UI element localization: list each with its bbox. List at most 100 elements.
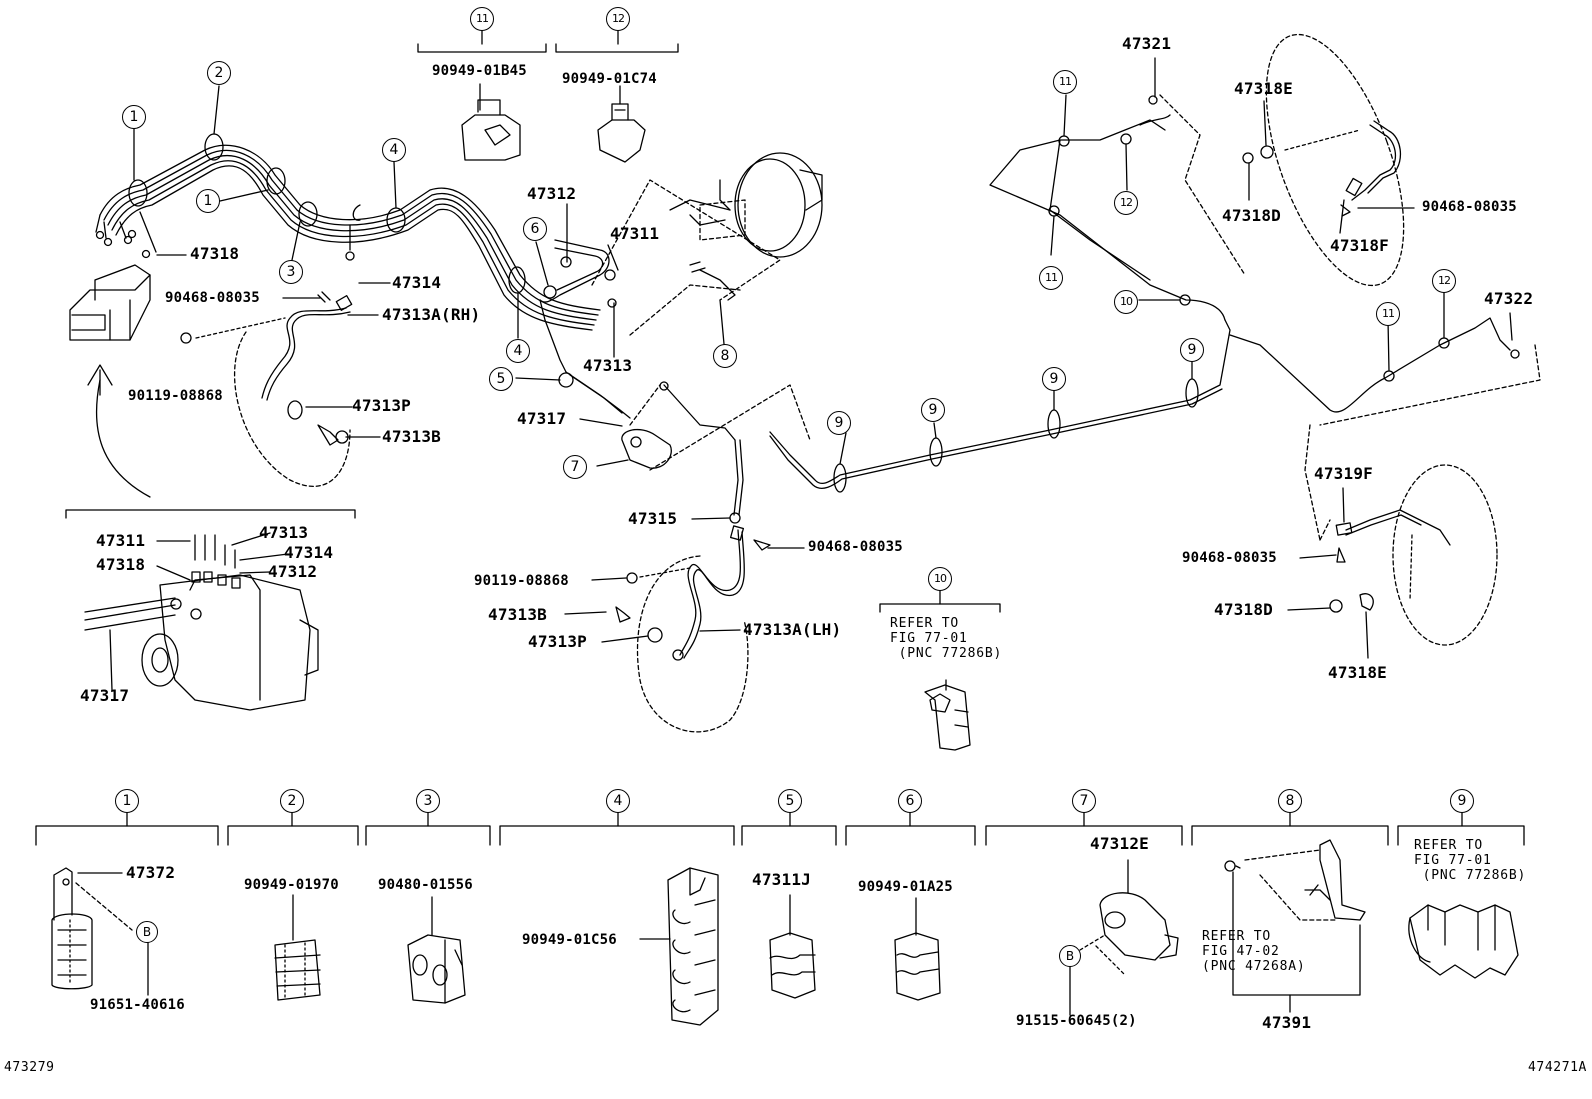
rear-long-tube xyxy=(769,57,1541,541)
part-label: 47317 xyxy=(80,686,130,705)
callout-7: 7 xyxy=(563,455,587,479)
callout-b: B xyxy=(1059,945,1081,967)
callout-12: 12 xyxy=(1114,191,1138,215)
callout-1: 1 xyxy=(122,105,146,129)
mid-tubes xyxy=(539,239,811,524)
reference-note: REFER TO FIG 47-02 (PNC 47268A) xyxy=(1202,929,1306,974)
callout-10: 10 xyxy=(928,567,952,591)
part-label: 47318 xyxy=(96,555,146,574)
callout-8: 8 xyxy=(713,344,737,368)
lh-flex-hose xyxy=(564,525,805,733)
callout-9: 9 xyxy=(921,398,945,422)
callout-6: 6 xyxy=(523,217,547,241)
part-label: 47318E xyxy=(1234,79,1293,98)
top-clamp-bracket-12 xyxy=(555,29,679,163)
callout-4: 4 xyxy=(382,138,406,162)
part-label: 90119-08868 xyxy=(474,573,569,589)
part-label: 47313 xyxy=(583,356,633,375)
top-clamp-bracket-11 xyxy=(417,29,547,161)
part-label: 47312E xyxy=(1090,834,1149,853)
part-label: 47312 xyxy=(527,184,577,203)
rear-lh-flex-hose xyxy=(1287,464,1498,659)
part-label: 90949-01970 xyxy=(244,877,339,893)
part-label: 47319F xyxy=(1314,464,1373,483)
part-label: 47314 xyxy=(392,273,442,292)
part-90949-01c56-clamp xyxy=(639,867,719,1026)
rh-flex-hose xyxy=(180,291,381,487)
callout-11: 11 xyxy=(1039,266,1063,290)
part-label: 47317 xyxy=(517,409,567,428)
clamp-10 xyxy=(879,589,1001,751)
callout-11: 11 xyxy=(1053,70,1077,94)
callout-9: 9 xyxy=(827,411,851,435)
part-90949-01970-clamp xyxy=(274,894,321,1001)
part-label: 91651-40616 xyxy=(90,997,185,1013)
rear-rh-flex-hose xyxy=(1242,33,1415,287)
callout-1: 1 xyxy=(196,189,220,213)
brake-booster xyxy=(591,152,823,336)
part-label: 90949-01B45 xyxy=(432,63,527,79)
part-label: 47314 xyxy=(284,543,334,562)
callout-7: 7 xyxy=(1072,789,1096,813)
part-clamp-9 xyxy=(1408,904,1519,979)
front-tube-bundle xyxy=(95,133,601,388)
part-label: 47311 xyxy=(96,531,146,550)
part-label: 47318F xyxy=(1330,236,1389,255)
abs-actuator-small xyxy=(69,264,151,341)
part-label: 90468-08035 xyxy=(1422,199,1517,215)
callout-4: 4 xyxy=(506,339,530,363)
part-label: 47318 xyxy=(190,244,240,263)
figure-code-left: 473279 xyxy=(4,1060,55,1075)
callout-5: 5 xyxy=(489,367,513,391)
part-label: 47311J xyxy=(752,870,811,889)
part-label: 47313A(RH) xyxy=(382,305,481,324)
callout-6: 6 xyxy=(898,789,922,813)
callout-12: 12 xyxy=(1432,269,1456,293)
callout-9: 9 xyxy=(1042,367,1066,391)
part-47312e-valve xyxy=(1069,859,1179,1016)
abs-closeup xyxy=(65,364,356,711)
callout-3: 3 xyxy=(279,260,303,284)
part-label: 90480-01556 xyxy=(378,877,473,893)
part-label: 47372 xyxy=(126,863,176,882)
part-label: 91515-60645(2) xyxy=(1016,1013,1137,1029)
leader-lines-upper xyxy=(133,85,731,520)
part-label: 47322 xyxy=(1484,289,1534,308)
part-47311j-clamp xyxy=(769,894,816,999)
part-label: 47313P xyxy=(528,632,587,651)
callout-2: 2 xyxy=(207,61,231,85)
part-90480-01556-clamp xyxy=(407,896,466,1004)
part-label: 47311 xyxy=(610,224,660,243)
callout-10: 10 xyxy=(1114,290,1138,314)
reference-note: REFER TO FIG 77-01 (PNC 77286B) xyxy=(1414,838,1527,883)
part-47372-clamp xyxy=(51,867,149,996)
part-label: 47318D xyxy=(1222,206,1281,225)
callout-b: B xyxy=(136,921,158,943)
part-47391-bracket xyxy=(1224,839,1366,1013)
part-label: 47321 xyxy=(1122,34,1172,53)
callout-12: 12 xyxy=(606,7,630,31)
part-label: 90949-01A25 xyxy=(858,879,953,895)
part-label: 47391 xyxy=(1262,1013,1312,1032)
reference-note: REFER TO FIG 77-01 (PNC 77286B) xyxy=(890,616,1003,661)
part-label: 47318D xyxy=(1214,600,1273,619)
abs-valve-part7 xyxy=(621,428,672,469)
part-label: 47313B xyxy=(488,605,547,624)
part-label: 47313A(LH) xyxy=(743,620,842,639)
callout-2: 2 xyxy=(280,789,304,813)
callout-4: 4 xyxy=(606,789,630,813)
bottom-brackets xyxy=(35,811,1525,846)
part-label: 47313P xyxy=(352,396,411,415)
part-label: 47318E xyxy=(1328,663,1387,682)
part-label: 90468-08035 xyxy=(1182,550,1277,566)
callout-8: 8 xyxy=(1278,789,1302,813)
part-label: 90949-01C56 xyxy=(522,932,617,948)
figure-code-right: 474271A xyxy=(1528,1060,1587,1075)
part-label: 90468-08035 xyxy=(808,539,903,555)
callout-5: 5 xyxy=(778,789,802,813)
part-label: 47315 xyxy=(628,509,678,528)
part-90949-01a25-clamp xyxy=(894,897,941,1001)
callout-9: 9 xyxy=(1450,789,1474,813)
